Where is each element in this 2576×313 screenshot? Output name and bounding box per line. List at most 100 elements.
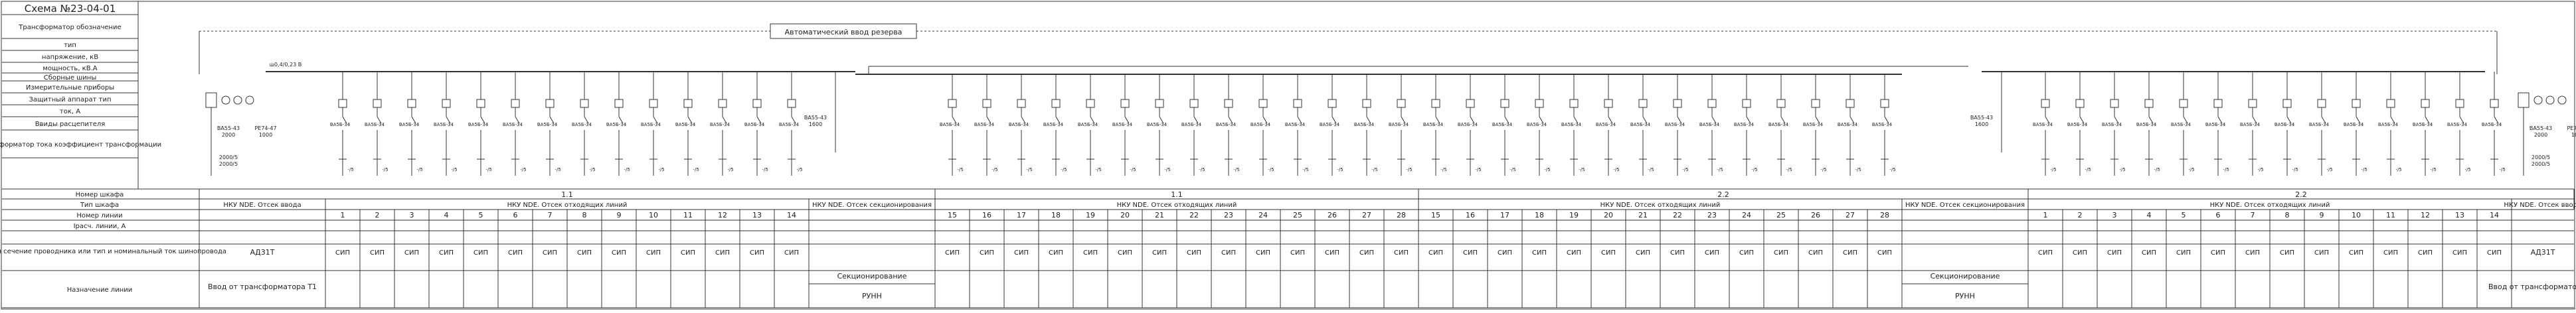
feeder-breaker-symbol [1504,116,1509,124]
feeder-ct-label: -/5 [416,167,422,172]
feeder-ct-label: -/5 [1475,167,1481,172]
feeder-breaker-symbol [1573,116,1579,124]
cable-value: СИП [681,249,695,257]
feeder-meter-box [1811,99,1820,108]
section-rating-2: 1600 [1975,121,1988,127]
feeder-meter-box [982,99,991,108]
feeder-breaker-label: ВА5Б-34 [434,122,454,127]
feeder-ct-label: -/5 [2154,167,2160,172]
input-meter-box-left [205,92,217,108]
feeder-meter-box [1673,99,1682,108]
feeder-ct-label: -/5 [1751,167,1757,172]
cabinet-type: НКУ NDE. Отсек секционирования [812,202,932,209]
feeder-meter-box [1846,99,1855,108]
feeder-meter-box [2041,99,2050,108]
feeder-ct-label: -/5 [1268,167,1274,172]
feeder-meter-box [1742,99,1751,108]
cable-value: СИП [750,249,764,257]
feeder-breaker-symbol [1780,116,1786,124]
feeder-breaker-symbol [2494,116,2499,124]
feeder-meter-box [1569,99,1579,108]
feeder-breaker-label: ВА5Б-34 [2171,122,2191,127]
feeder-breaker-symbol [618,116,624,124]
feeder-breaker-label: ВА5Б-34 [330,122,351,127]
cable-value: СИП [1325,249,1339,257]
feeder-breaker-symbol [1366,116,1371,124]
feeder-meter-box [407,99,416,108]
cable-value: СИП [439,249,454,257]
feeder-ct-label: -/5 [2223,167,2229,172]
feeder-meter-box [1604,99,1613,108]
feeder-breaker-label: ВА5Б-34 [940,122,960,127]
cable-value: СИП [2383,249,2398,257]
feeder-ct-label: -/5 [2257,167,2263,172]
cable-value: СИП [543,249,557,257]
feeder-meter-box [2213,99,2223,108]
cable-value: СИП [1463,249,1478,257]
purpose-input2: Ввод от трансформатора Т2 [2488,282,2576,291]
feeder-breaker-label: ВА5Б-34 [2413,122,2433,127]
input-ct2-left: 2000/5 [219,161,238,167]
input-breaker-label-left: ВА55-43 [217,125,240,131]
feeder-breaker-label: ВА5Б-34 [1112,122,1133,127]
side-label: Ввиды расцепителя [35,121,106,128]
section-breaker-1: ВА55-43 [804,115,827,121]
feeder-breaker-symbol [2045,116,2050,124]
line-number: 4 [444,211,449,219]
cable-value: СИП [1014,249,1029,257]
feeder-breaker-symbol [687,116,693,124]
feeder-breaker-symbol [549,116,555,124]
feeder-meter-box [1224,99,1233,108]
feeder-breaker-symbol [1297,116,1302,124]
line-number: 11 [2386,211,2395,219]
feeder-breaker-symbol [411,116,416,124]
feeder-ct-label: -/5 [727,167,733,172]
feeder-breaker-label: ВА5Б-34 [2136,122,2157,127]
feeder-ct-label: -/5 [347,167,353,172]
feeder-meter-box [1880,99,1889,108]
cable-value: СИП [1256,249,1270,257]
line-number: 10 [649,211,658,219]
cable-value: СИП [2142,249,2156,257]
feeder-breaker-symbol [584,116,589,124]
line-number: 8 [582,211,587,219]
purpose-section1: Секционирование [837,272,907,281]
feeder-breaker-symbol [1331,116,1337,124]
line-number: 14 [2490,211,2499,219]
feeder-breaker-symbol [1159,116,1164,124]
cable-value: СИП [1118,249,1132,257]
feeder-breaker-symbol [756,116,762,124]
input1-breaker: АД31Т [250,248,275,257]
section-rating-1: 1600 [809,121,822,127]
feeder-ct-label: -/5 [658,167,664,172]
feeder-breaker-label: ВА5Б-34 [1078,122,1098,127]
pe-label-right: РЕ74-47 [2567,125,2576,131]
feeder-breaker-symbol [377,116,382,124]
line-number: 24 [1258,211,1268,219]
feeder-meter-box [1500,99,1509,108]
feeder-breaker-label: ВА5Б-34 [606,122,627,127]
feeder-ct-label: -/5 [624,167,630,172]
feeder-breaker-label: ВА5Б-34 [2482,122,2502,127]
cable-value: СИП [612,249,626,257]
cable-value: СИП [715,249,730,257]
pe-rating-left: 1000 [259,132,272,138]
feeder-meter-box [948,99,957,108]
cable-value: СИП [2349,249,2363,257]
cable-value: СИП [980,249,994,257]
feeder-breaker-symbol [1401,116,1406,124]
line-number: 23 [1707,211,1717,219]
feeder-breaker-label: ВА5Б-34 [1458,122,1478,127]
feeder-breaker-label: ВА5Б-34 [1872,122,1893,127]
line-number: 10 [2352,211,2361,219]
feeder-ct-label: -/5 [520,167,526,172]
feeder-meter-box [1466,99,1475,108]
row-label-purpose: Назначение линии [67,286,133,294]
feeder-breaker-label: ВА5Б-34 [1389,122,1409,127]
feeder-ct-label: -/5 [1337,167,1343,172]
feeder-ct-label: -/5 [555,167,560,172]
feeder-ct-label: -/5 [1164,167,1170,172]
feeder-breaker-symbol [342,116,347,124]
feeder-ct-label: -/5 [1026,167,1032,172]
